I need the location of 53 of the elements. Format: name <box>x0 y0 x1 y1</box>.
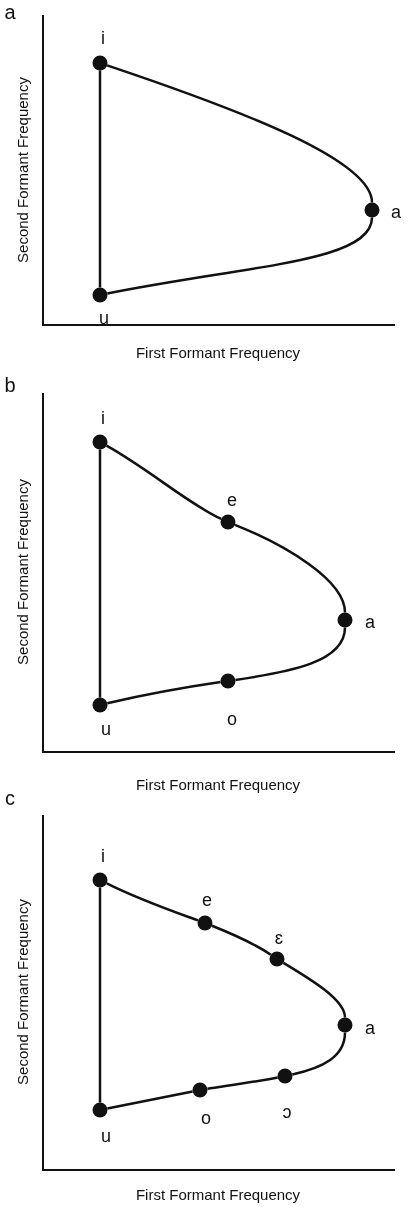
vowel-point <box>192 1082 208 1098</box>
vowel-point <box>92 55 108 71</box>
vowel-label: ɔ <box>282 1103 292 1121</box>
curve-line <box>107 1090 193 1110</box>
vowel-label: u <box>99 309 109 327</box>
curve-line <box>234 523 347 613</box>
panel-letter: c <box>5 788 15 808</box>
curve-line <box>282 961 347 1018</box>
curve-line <box>98 70 102 288</box>
vowel-label: o <box>227 710 237 728</box>
vowel-point <box>364 202 380 218</box>
vowel-label: i <box>101 847 105 865</box>
axis-label: Second Formant Frequency <box>14 899 30 1085</box>
curve-line <box>106 882 199 922</box>
vowel-point <box>92 697 108 713</box>
vowel-label: a <box>365 613 375 631</box>
vowel-point <box>92 287 108 303</box>
panel-letter: a <box>4 2 16 22</box>
curve-line <box>98 887 102 1103</box>
vowel-label: u <box>101 1127 111 1145</box>
vowel-label: ɛ <box>274 929 284 947</box>
curve-line <box>107 217 374 295</box>
curve-line <box>106 64 374 203</box>
axis-label: Second Formant Frequency <box>14 479 30 665</box>
vowel-point <box>269 951 285 967</box>
vowel-point <box>337 1017 353 1033</box>
axis-label: First Formant Frequency <box>135 776 301 792</box>
vowel-label: a <box>365 1019 375 1037</box>
vowel-point <box>220 514 236 530</box>
curve-line <box>207 1076 278 1091</box>
curve-line <box>98 449 102 698</box>
vowel-label: a <box>391 203 401 221</box>
vowel-label: i <box>101 29 105 47</box>
vowel-point <box>220 673 236 689</box>
vowel-label: u <box>101 720 111 738</box>
axis-label: First Formant Frequency <box>135 1186 301 1202</box>
vowel-label: i <box>101 409 105 427</box>
curve-line <box>107 680 221 705</box>
curve-line <box>235 627 347 682</box>
axis-label: First Formant Frequency <box>135 344 301 360</box>
vowel-point <box>92 434 108 450</box>
vowel-label: o <box>201 1109 211 1127</box>
curve-line <box>105 444 222 521</box>
vowel-point <box>92 872 108 888</box>
vowel-point <box>277 1068 293 1084</box>
axis-label: Second Formant Frequency <box>14 77 30 263</box>
vowel-label: e <box>227 491 237 509</box>
curve-line <box>211 924 272 956</box>
panel-letter: b <box>4 375 16 395</box>
vowel-point <box>337 612 353 628</box>
vowel-label: e <box>202 891 212 909</box>
vowel-point <box>197 915 213 931</box>
vowel-point <box>92 1102 108 1118</box>
